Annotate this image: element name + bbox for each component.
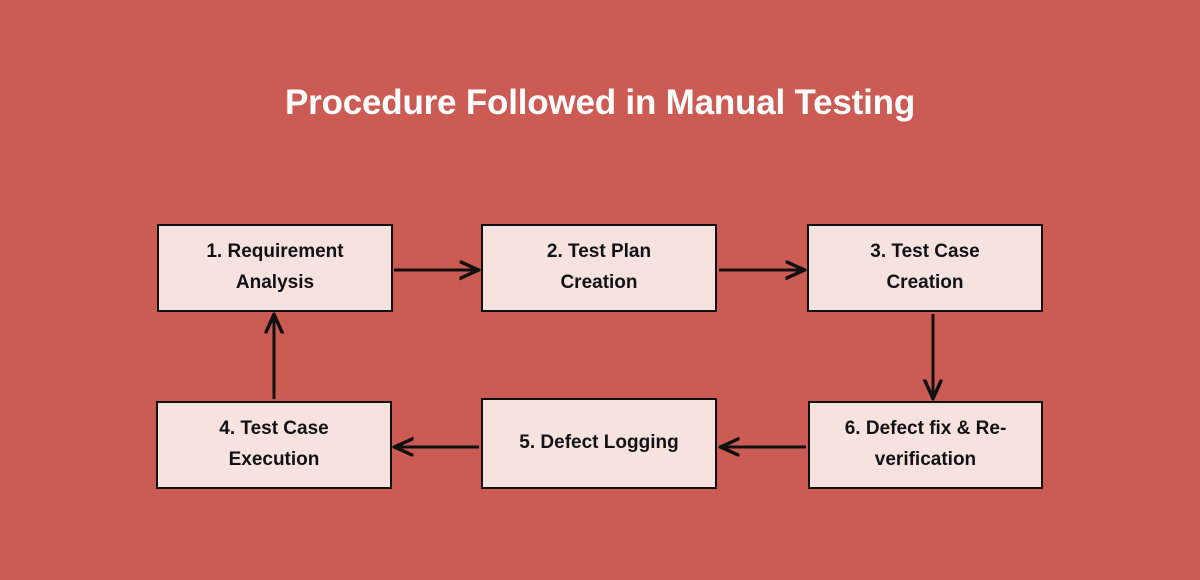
page-title: Procedure Followed in Manual Testing xyxy=(285,83,915,122)
flow-node-test-case-execution[interactable]: 4. Test Case Execution xyxy=(156,401,392,489)
flow-node-label-line2: Execution xyxy=(228,449,320,470)
flow-node-label-line2: verification xyxy=(874,449,977,470)
flow-node-label-line2: Creation xyxy=(560,272,638,293)
flow-node-test-case-creation[interactable]: 3. Test Case Creation xyxy=(807,224,1043,312)
flow-node-label-line1: 3. Test Case xyxy=(870,241,980,263)
flow-node-label-line1: 1. Requirement xyxy=(206,241,344,263)
flow-node-test-plan-creation[interactable]: 2. Test Plan Creation xyxy=(481,224,717,312)
flow-node-label-line2: Analysis xyxy=(235,272,315,293)
flow-node-defect-fix-reverification[interactable]: 6. Defect fix & Re- verification xyxy=(808,401,1043,489)
flow-node-defect-logging[interactable]: 5. Defect Logging xyxy=(481,398,717,489)
flow-node-requirement-analysis[interactable]: 1. Requirement Analysis xyxy=(157,224,393,312)
flow-node-label-line1: 4. Test Case xyxy=(219,418,329,440)
flow-node-label-line2: Creation xyxy=(886,272,964,293)
flow-node-label-line1: 5. Defect Logging xyxy=(519,432,679,454)
flow-node-label-line1: 2. Test Plan xyxy=(546,241,652,263)
flow-node-label-line1: 6. Defect fix & Re- xyxy=(844,418,1007,440)
